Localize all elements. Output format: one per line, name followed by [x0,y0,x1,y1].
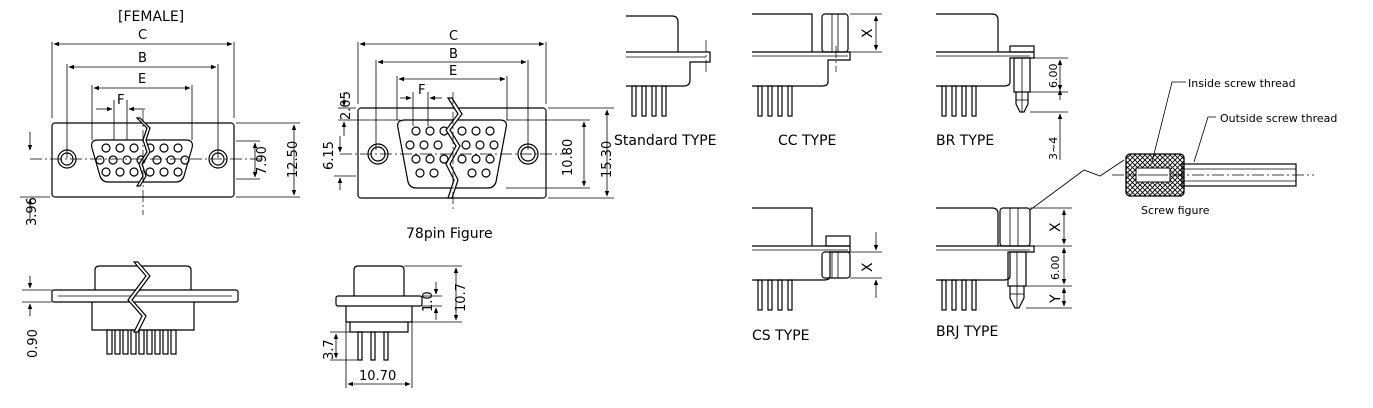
screw-figure: Inside screw thread Outside screw thread… [1029,77,1337,217]
br-dim-600: 6.00 [1047,64,1060,89]
front-side-view: 0.90 [22,261,239,358]
pin78-side-dim2: 10.7 [454,283,469,312]
pin78-side-dim-pin: 3.7 [322,339,337,360]
cc-type: X CC TYPE [752,13,882,149]
pin78-view: C B E F 2.05 [322,29,615,242]
side-pins [106,329,177,355]
pin78-dim-e: E [449,64,457,79]
front-dim-h-inner: 7.90 [255,146,270,175]
front-dim-e: E [138,72,146,87]
pin78-side-view: 1.0 10.7 3.7 10.70 [322,265,469,388]
front-dim-c: C [138,28,147,43]
cs-screw [821,251,851,279]
brj-screw [999,207,1031,247]
brj-type: X 6.00 Y BRJ TYPE [936,207,1072,340]
pin78-dshell [397,119,507,189]
pin78-dim-left: 6.15 [322,141,337,170]
brj-type-label: BRJ TYPE [936,324,998,340]
cs-type-label: CS TYPE [752,328,810,344]
screw-inside-label: Inside screw thread [1188,77,1296,90]
standard-type-label: Standard TYPE [614,133,717,149]
pin78-dim-c: C [449,29,458,44]
front-dim-h-outer: 12.50 [286,141,301,178]
side-dim-thickness: 0.90 [26,329,41,358]
pin78-dim-outer: 15.30 [600,141,615,178]
cs-type: X CS TYPE [752,207,882,344]
pin78-side-dim-width: 10.70 [359,369,396,384]
brj-x-label: X [1048,222,1064,232]
front-pin-holes [95,143,190,177]
front-dshell [91,139,193,183]
br-type-label: BR TYPE [936,133,994,149]
br-type: 6.00 3~4 BR TYPE [936,13,1068,160]
cc-screw [821,13,849,53]
brj-y-label: Y [1048,294,1064,304]
screw-outside-label: Outside screw thread [1220,112,1337,125]
pin78-dim-b: B [449,47,458,62]
pin78-holes [405,126,499,178]
front-view: [FEMALE] C B E F [20,9,301,226]
front-title: [FEMALE] [118,9,184,25]
front-dim-f: F [117,93,124,108]
cs-x-label: X [860,262,876,272]
screw-caption: Screw figure [1141,204,1210,217]
front-dim-b: B [138,51,147,66]
pin78-caption: 78pin Figure [406,226,493,242]
pin78-dim-f: F [418,83,425,98]
cc-x-label: X [860,28,876,38]
cc-type-label: CC TYPE [778,133,836,149]
pin78-side-pins [357,331,389,361]
front-dim-offset: 3.96 [25,197,40,226]
pin78-dim-inner: 10.80 [561,139,576,176]
pin78-dim-top: 2.05 [339,91,354,120]
standard-type: Standard TYPE [614,15,717,149]
pin78-side-dim1: 1.0 [421,291,436,312]
br-dim-3-4: 3~4 [1047,137,1060,160]
brj-dim-600: 6.00 [1049,256,1062,281]
